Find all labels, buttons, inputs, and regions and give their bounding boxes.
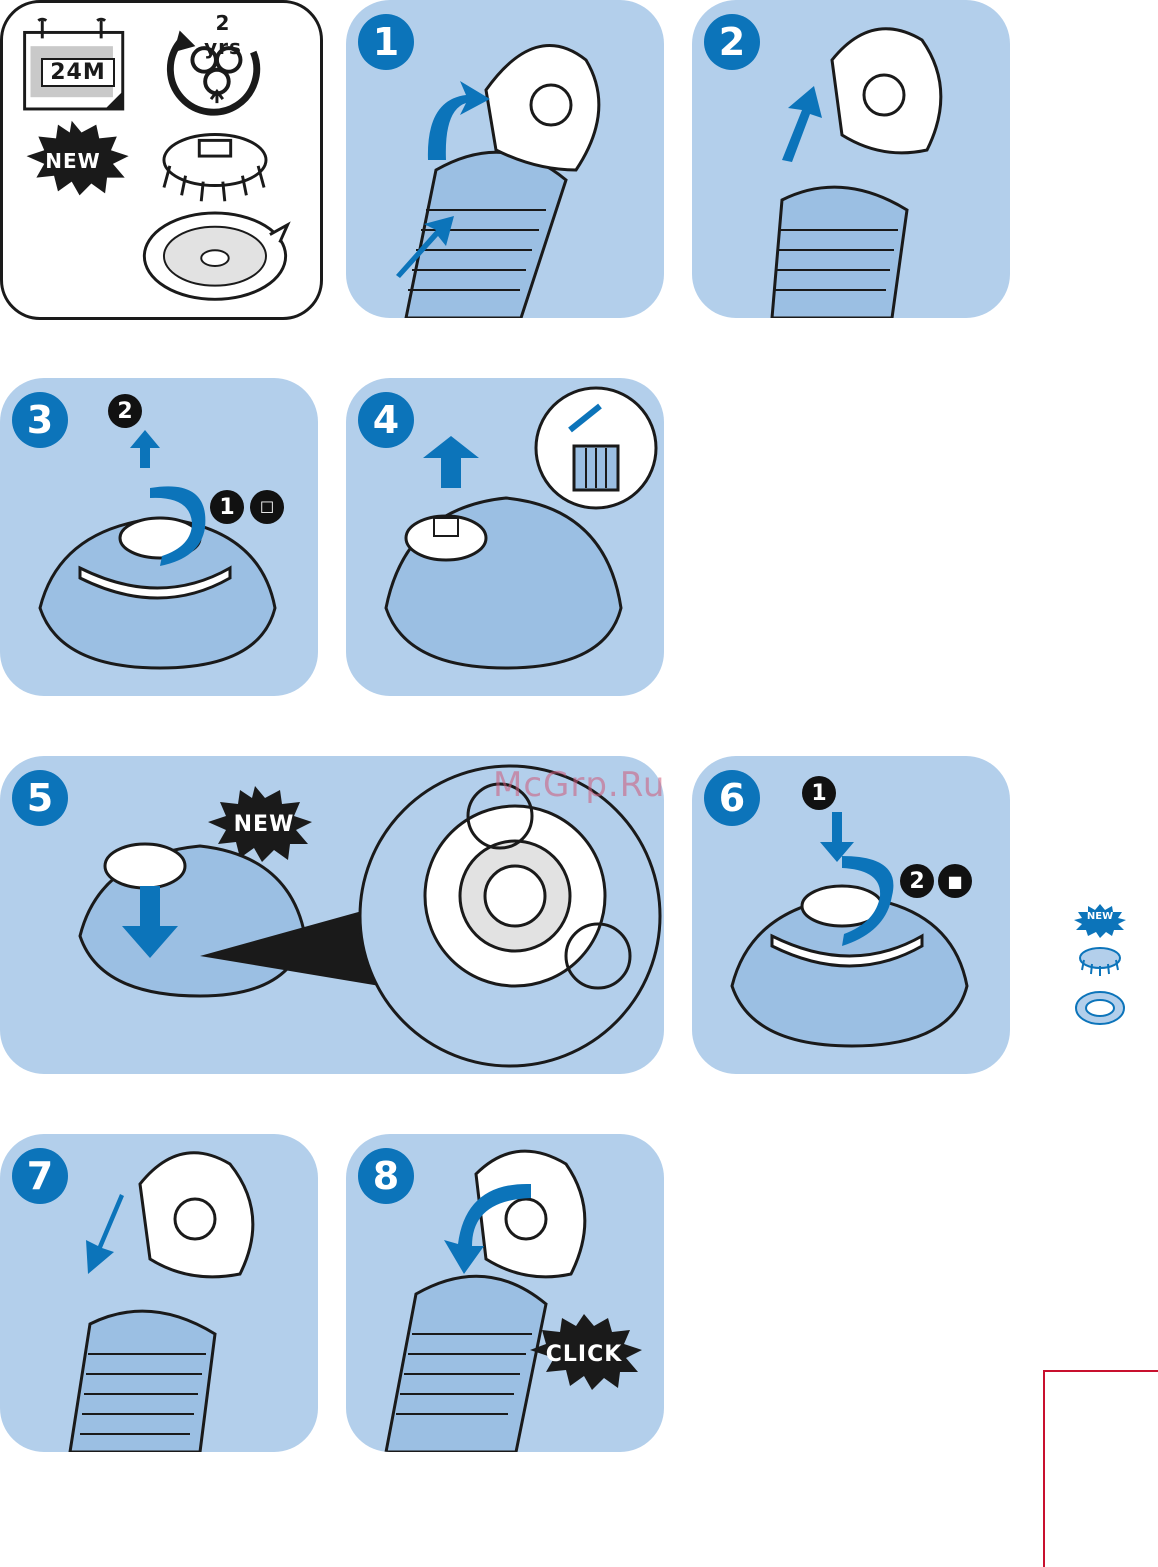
legend-new-badge: NEW (1078, 911, 1122, 922)
cleaning-brush-icon (536, 388, 656, 508)
step-6-panel: 6 1 2 ■ (692, 756, 1010, 1074)
shaving-guard-icon (1076, 992, 1124, 1024)
step-8-panel: 8 CLICK (346, 1134, 664, 1452)
side-rule (1043, 1370, 1158, 1567)
step-3-number: 3 (12, 392, 68, 448)
step-3-substep-2: 2 (108, 394, 142, 428)
up-arrow-icon (130, 430, 160, 468)
up-arrow-icon (782, 86, 822, 162)
step-6-substep-1: 1 (802, 776, 836, 810)
down-arrow-icon (820, 812, 854, 862)
click-badge: CLICK (534, 1342, 634, 1367)
calendar-label: 24M (41, 58, 115, 87)
shaving-guard-illustration (144, 213, 287, 299)
new-badge: NEW (218, 812, 310, 837)
step-6-substep-2: 2 (900, 864, 934, 898)
step-7-number: 7 (12, 1148, 68, 1204)
unlock-icon: ☐ (250, 490, 284, 524)
step-6-number: 6 (704, 770, 760, 826)
step-3-substep-1: 1 (210, 490, 244, 524)
lock-icon: ■ (938, 864, 972, 898)
new-badge: NEW (41, 149, 105, 173)
down-arrow-icon (86, 1194, 124, 1274)
lift-arrow-icon (428, 81, 490, 160)
step-2-number: 2 (704, 14, 760, 70)
step-5-number: 5 (12, 770, 68, 826)
watermark: McGrp.Ru (493, 765, 665, 805)
step-4-number: 4 (358, 392, 414, 448)
step-1-panel: 1 (346, 0, 664, 318)
step-3-panel: 3 2 1 ☐ (0, 378, 318, 696)
step-7-panel: 7 (0, 1134, 318, 1452)
intro-panel: 24M 2 yrs NEW (0, 0, 323, 320)
cutter-illustration (164, 134, 266, 201)
cutter-icon (1080, 948, 1120, 976)
step-2-panel: 2 (692, 0, 1010, 318)
step-4-panel: 4 (346, 378, 664, 696)
step-8-number: 8 (358, 1148, 414, 1204)
cycle-label: 2 yrs (193, 11, 253, 59)
up-arrow-icon (423, 436, 479, 488)
step-1-number: 1 (358, 14, 414, 70)
